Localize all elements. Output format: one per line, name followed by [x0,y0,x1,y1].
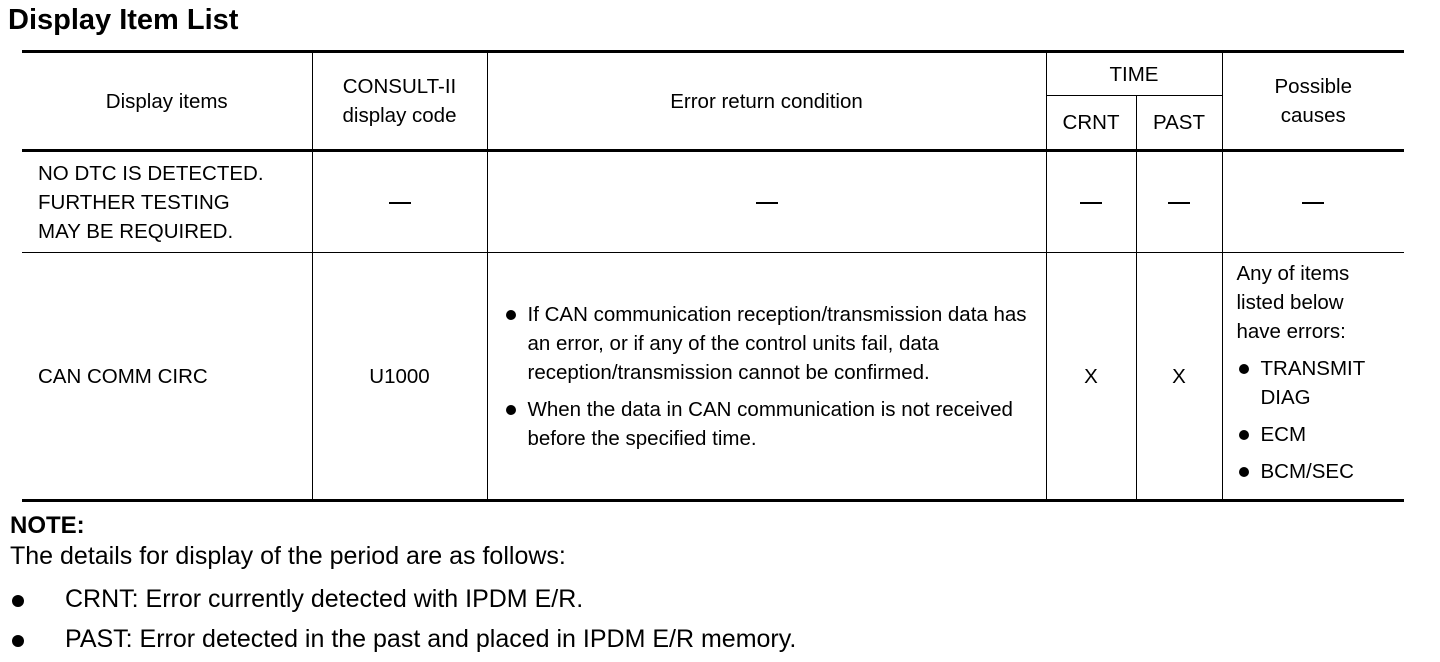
display-item-line: NO DTC IS DETECTED. [38,161,264,185]
code-cell: — [311,150,488,253]
crnt-cell: X [1045,252,1137,502]
dash-mark [755,202,778,205]
causes-cell: Any of items listed below have errors: T… [1221,252,1404,502]
display-item-table: Display items CONSULT-II display code Er… [22,50,1404,502]
page-title: Display Item List [8,4,239,36]
table-row: CAN COMM CIRC U1000 If CAN communication… [22,252,1404,502]
past-cell: — [1135,150,1223,253]
header-error-condition: Error return condition [486,50,1047,152]
display-item-cell: CAN COMM CIRC [22,252,313,502]
note-item: PAST: Error detected in the past and pla… [10,622,796,662]
dash-mark [388,202,411,205]
table-row: NO DTC IS DETECTED. FURTHER TESTING MAY … [22,150,1404,253]
header-consult-code-text: CONSULT-II display code [342,75,457,127]
cause-item: TRANSMIT DIAG [1237,354,1379,412]
header-possible-causes-text: Possible causes [1274,75,1353,127]
header-display-items: Display items [22,50,313,152]
note-list: CRNT: Error currently detected with IPDM… [10,582,796,662]
dash-mark [1302,202,1325,205]
condition-list: If CAN communication reception/transmiss… [504,300,1040,453]
condition-item: When the data in CAN communication is no… [504,395,1040,453]
header-consult-code: CONSULT-II display code [311,50,488,152]
causes-list: TRANSMIT DIAG ECM BCM/SEC [1237,354,1397,486]
display-item-cell: NO DTC IS DETECTED. FURTHER TESTING MAY … [22,150,313,253]
display-item-line: FURTHER TESTING [38,190,230,214]
causes-cell: — [1221,150,1404,253]
crnt-cell: — [1045,150,1137,253]
condition-cell: — [486,150,1047,253]
note-label: NOTE: [10,512,85,539]
note-text: The details for display of the period ar… [10,542,566,570]
display-item-line: MAY BE REQUIRED. [38,219,234,243]
cause-item: BCM/SEC [1237,457,1397,486]
header-crnt: CRNT [1046,95,1137,152]
past-cell: X [1135,252,1223,502]
dash-mark [1168,202,1190,205]
note-item: CRNT: Error currently detected with IPDM… [10,582,796,622]
condition-item: If CAN communication reception/transmiss… [504,300,1040,387]
header-possible-causes: Possible causes [1221,50,1404,152]
causes-intro: Any of items listed below have errors: [1236,262,1350,343]
header-time: TIME [1045,50,1223,96]
condition-cell: If CAN communication reception/transmiss… [486,252,1047,502]
header-past: PAST [1135,95,1222,152]
dash-mark [1080,202,1102,205]
cause-item: ECM [1237,420,1397,449]
code-cell: U1000 [311,252,488,502]
